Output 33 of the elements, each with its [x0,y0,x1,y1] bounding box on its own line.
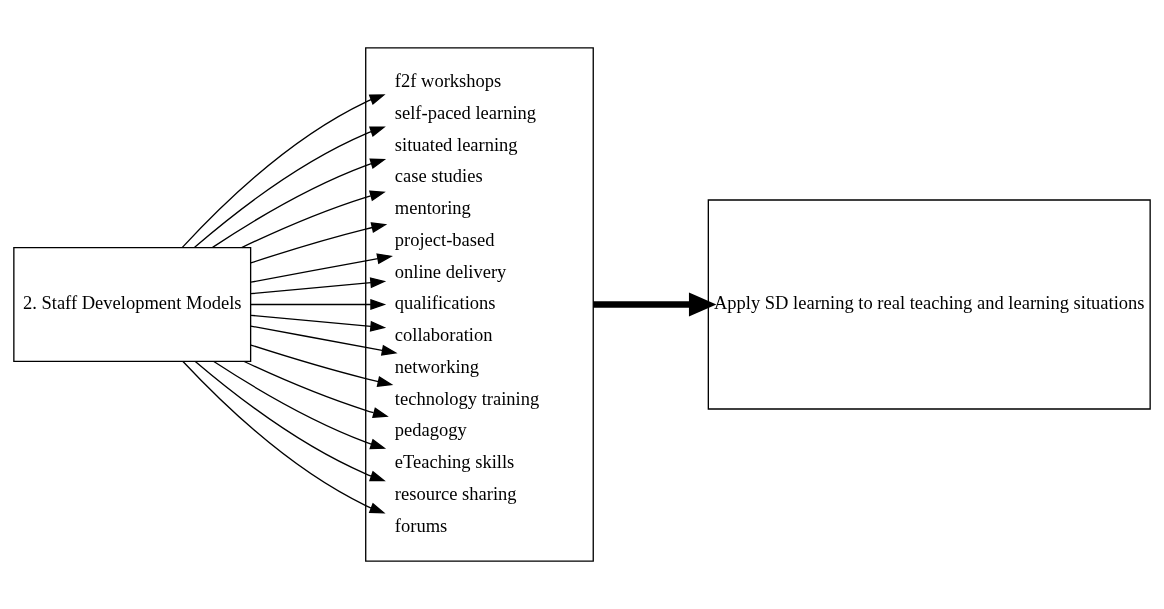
arrow [243,360,389,419]
arrow [181,94,386,249]
arrow [241,190,386,249]
arrow [250,277,387,295]
node-text: online delivery [394,261,507,282]
node-box: Apply SD learning to real teaching and learning situations [707,199,1151,410]
node-text: project-based [394,229,495,250]
node-text: forums [394,515,448,536]
arrow [211,158,387,248]
node-text: self-paced learning [394,102,537,123]
arrow [194,126,386,248]
node-text: f2f workshops [394,71,502,92]
node-text: networking [394,356,480,377]
node-text: case studies [394,166,483,187]
node-text: collaboration [394,325,493,346]
arrow [593,292,717,317]
arrow [194,360,386,482]
arrow [250,253,393,283]
node-text: mentoring [394,198,471,219]
arrow [182,360,386,514]
node-text: pedagogy [394,420,467,441]
node-text: resource sharing [394,483,517,504]
node-box: 2. Staff Development Models [13,246,252,363]
arrow [250,344,394,387]
arrow [250,298,387,311]
arrow [250,314,387,332]
node-text: eTeaching skills [394,452,515,473]
arrow [213,360,387,450]
node-text: situated learning [394,134,518,155]
node-text: technology training [394,388,540,409]
node-text: qualifications [394,293,496,314]
arrow [250,222,388,264]
arrow [250,325,398,356]
